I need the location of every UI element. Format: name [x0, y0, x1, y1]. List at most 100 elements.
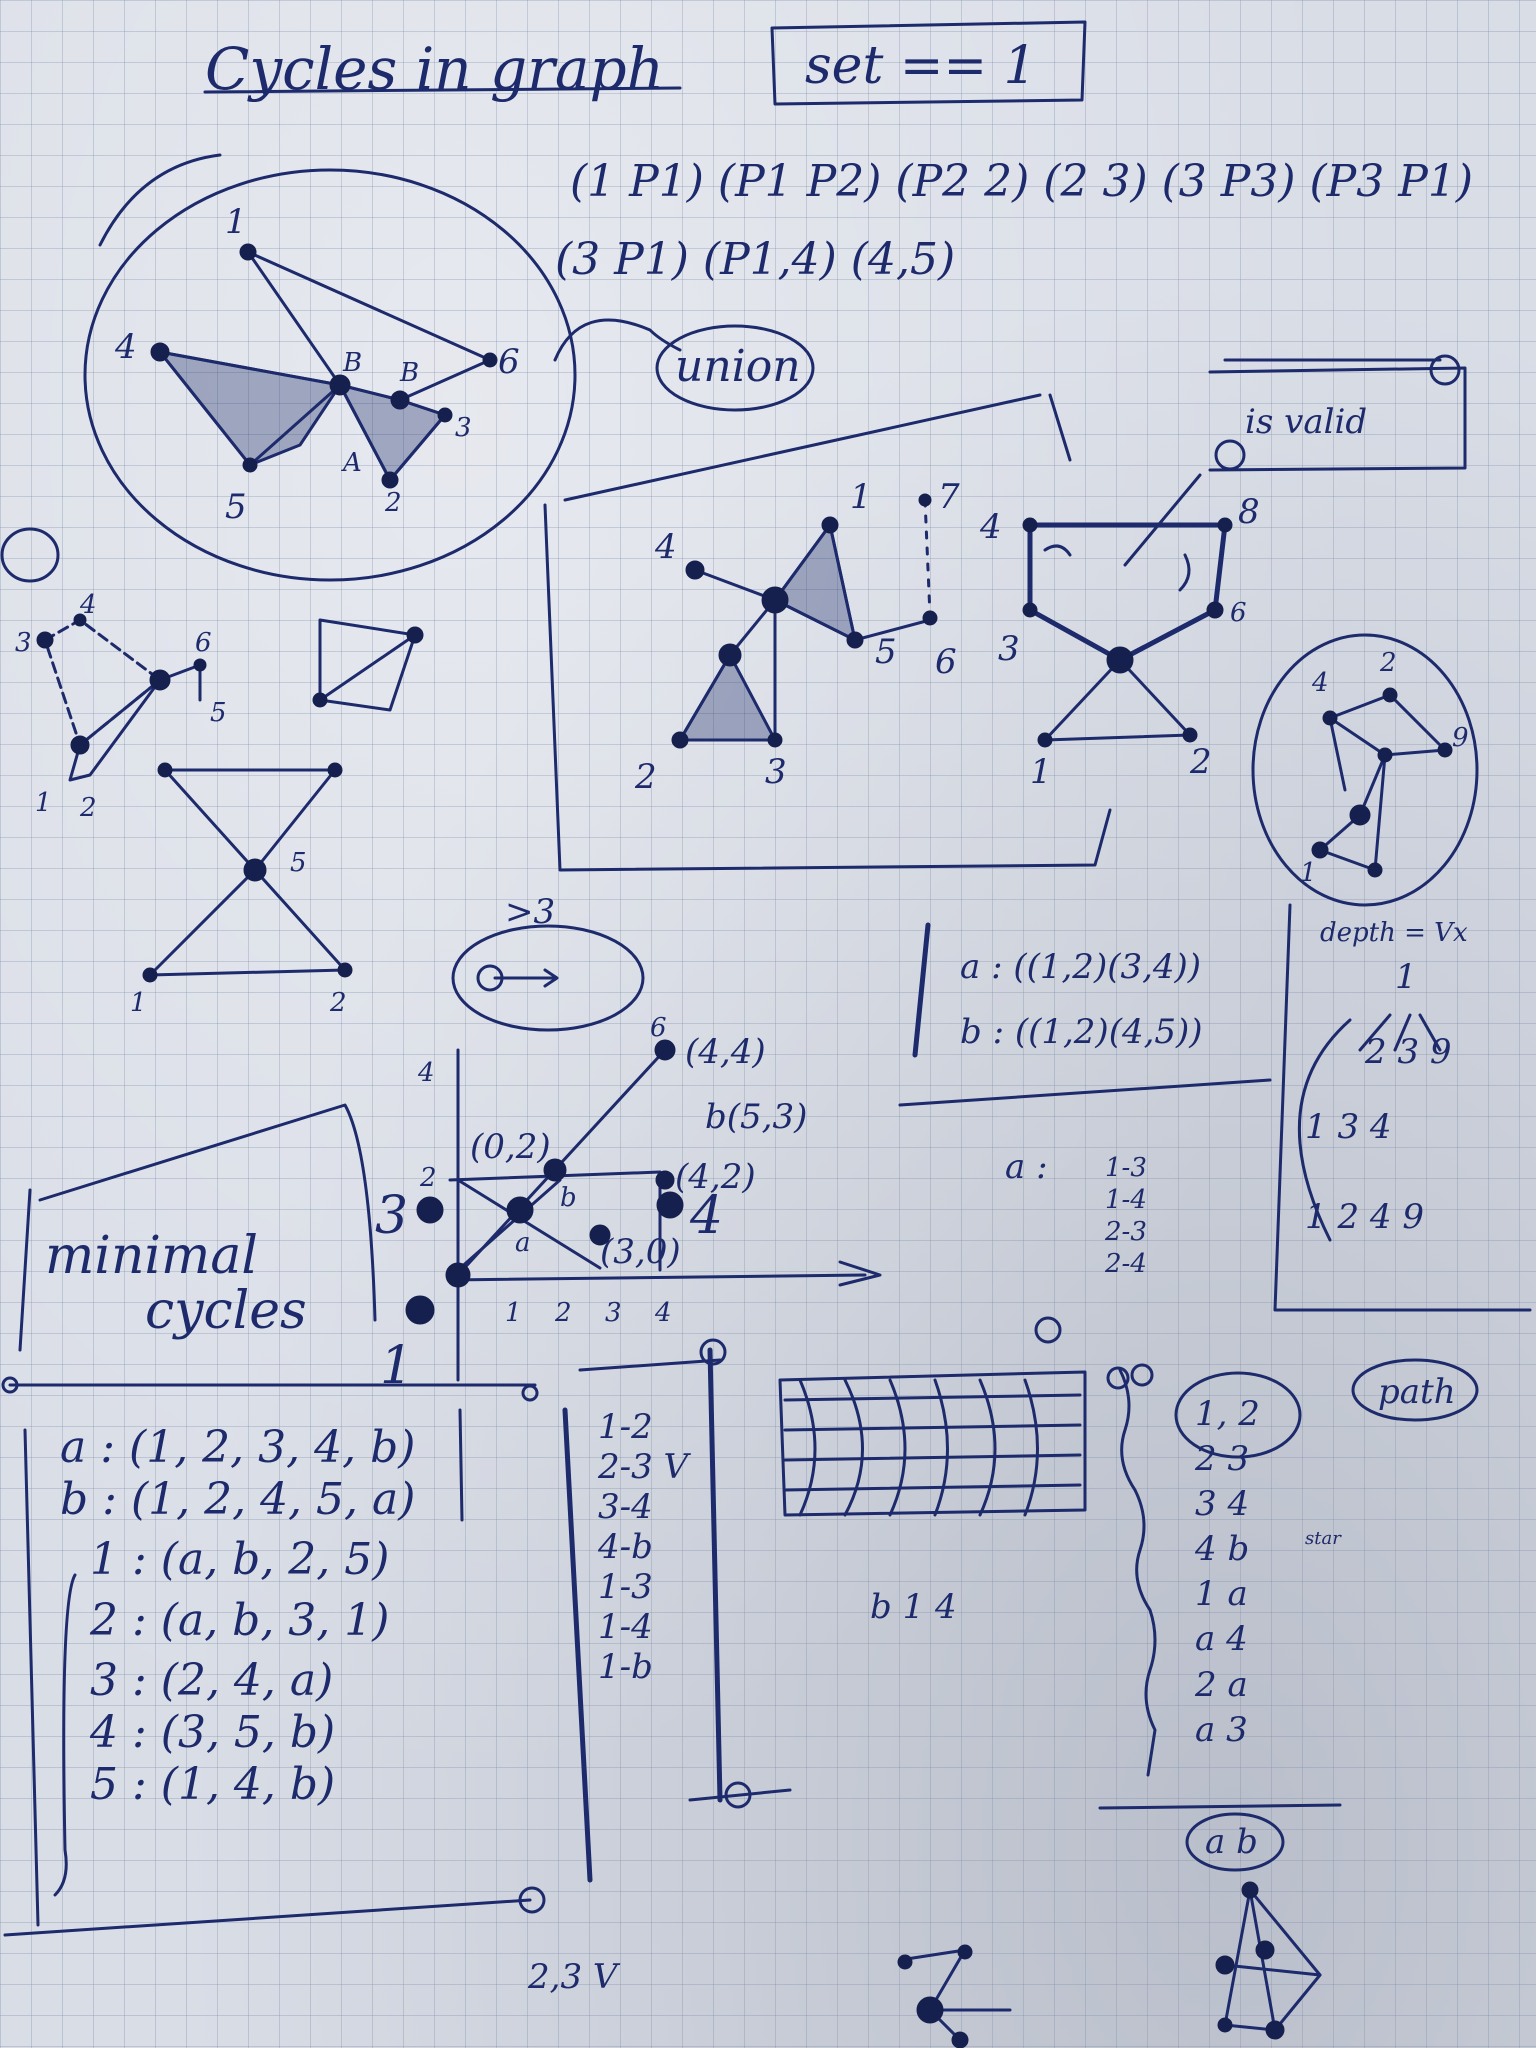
rule-foot	[688, 1788, 792, 1802]
gt3-label: >3	[505, 892, 556, 932]
adjacency-row: 4 : (3, 5, b)	[90, 1706, 336, 1758]
gr-label-4: 4	[1312, 668, 1329, 698]
edge-list-bar	[562, 1407, 593, 1883]
pair-list-underline	[1098, 1803, 1342, 1810]
bottom-label: 2,3 V	[528, 1957, 618, 1997]
coord-30: (3,0)	[600, 1232, 681, 1272]
axis-x-4: 4	[655, 1298, 672, 1328]
g1-label-A: A	[343, 448, 362, 478]
pair-list-item: a 3	[1195, 1709, 1248, 1750]
gr-label-9: 9	[1452, 723, 1469, 753]
cycle-pair-b: b : ((1,2)(4,5))	[960, 1012, 1203, 1052]
coord-six: 6	[650, 1013, 667, 1043]
g5-label-1: 1	[130, 988, 147, 1018]
rule-knob-bottom	[724, 1781, 752, 1809]
graph5	[312, 618, 424, 712]
adjacency-knob-right	[521, 1384, 539, 1402]
adjacency-knob-left	[1, 1376, 19, 1394]
edge-list: 1-2 2-3 V 3-4 4-b 1-3 1-4 1-b	[598, 1410, 688, 1690]
adjacency-row: 5 : (1, 4, b)	[90, 1759, 336, 1811]
depth-level-2: 1 3 4	[1305, 1107, 1392, 1147]
rule-knob-top	[699, 1338, 727, 1366]
vertical-rule	[707, 1347, 723, 1803]
g4-label-2: 2	[80, 793, 97, 823]
g4-label-4: 4	[80, 590, 97, 620]
g3-label-6: 6	[1230, 598, 1247, 628]
g3-label-2: 2	[1190, 742, 1212, 782]
edge-list-item: 2-3 V	[598, 1447, 689, 1487]
frame-tick	[1048, 393, 1072, 462]
frame-bracket	[543, 503, 1112, 872]
g1-label-6: 6	[498, 342, 520, 382]
g2-label-7: 7	[938, 477, 960, 517]
g3-label-4: 4	[980, 507, 1002, 547]
coord-a: a	[515, 1228, 531, 1258]
adjacency-row: 3 : (2, 4, a)	[90, 1654, 334, 1706]
pair-list-item: 2 a	[1195, 1664, 1248, 1705]
graph-bottom-mid	[897, 1944, 1012, 2048]
minimal-bar	[18, 1188, 32, 1352]
edge-list-item: 1-3	[598, 1567, 653, 1607]
g1-label-1: 1	[225, 202, 247, 242]
pair-list-item: 1, 2	[1195, 1394, 1260, 1434]
graph4	[36, 613, 207, 782]
path-label: path	[1378, 1372, 1456, 1412]
graph3	[1022, 517, 1233, 748]
g4-label-1: 1	[35, 788, 52, 818]
gr-label-1: 1	[1300, 858, 1317, 888]
graph-bottom-right	[1215, 1881, 1322, 2040]
is-valid-knob	[1214, 439, 1246, 471]
cycle-pair-a: a : ((1,2)(3,4))	[960, 947, 1202, 987]
g3-label-3: 3	[998, 629, 1020, 669]
a-list-item: 1-3	[1105, 1153, 1147, 1183]
graph1	[150, 243, 498, 489]
left-edge-circle	[0, 527, 60, 583]
coord-b53: b(5,3)	[705, 1097, 808, 1137]
ab-label: a b	[1205, 1822, 1258, 1862]
pair-list-item: 3 4	[1195, 1484, 1250, 1525]
g1-label-B1: B	[343, 348, 363, 378]
axis-x-1: 1	[505, 1298, 522, 1328]
g1-label-B2: B	[400, 358, 420, 388]
g2-label-5: 5	[875, 632, 897, 672]
g2-label-3: 3	[765, 752, 787, 792]
g5-label-2: 2	[330, 988, 347, 1018]
depth-level-1: 2 3 9	[1365, 1032, 1452, 1072]
edge-list-item: 4-b	[598, 1527, 653, 1567]
page-title: Cycles in graph	[205, 35, 664, 103]
edge-list-item: 3-4	[598, 1487, 653, 1527]
frame-top-line	[563, 393, 1042, 502]
axis-x-2: 2	[555, 1298, 572, 1328]
wavy-knob-a	[1106, 1366, 1130, 1390]
gt3-bubble	[451, 924, 645, 1032]
coord-42: (4,2)	[675, 1157, 756, 1197]
wavy-knob-b	[1130, 1363, 1154, 1387]
adjacency-bottomline	[3, 1898, 532, 1937]
coord-three: 3	[375, 1186, 409, 1246]
adjacency-row: b : (1, 2, 4, 5, a)	[60, 1474, 416, 1526]
cycles-label: cycles	[145, 1281, 307, 1341]
pair-list-item: 1 a	[1195, 1574, 1248, 1615]
adjacency-row: a : (1, 2, 3, 4, b)	[60, 1422, 416, 1473]
gt3-node	[476, 964, 504, 992]
arc-stroke	[98, 153, 222, 247]
scribble-block	[778, 1370, 1087, 1517]
adjacency-list: a : (1, 2, 3, 4, b) b : (1, 2, 4, 5, a) …	[60, 1422, 416, 1814]
adjacency-bottom-knob	[518, 1886, 546, 1914]
coord-44: (4,4)	[685, 1032, 766, 1072]
adjacency-row: 2 : (a, b, 3, 1)	[90, 1594, 390, 1646]
g2-label-2: 2	[635, 757, 657, 797]
plot-tick	[578, 1358, 722, 1372]
g4-label-5: 5	[210, 698, 227, 728]
union-label: union	[675, 341, 801, 392]
pair-list: 1, 2 2 3 3 4 4 b 1 a a 4 2 a a 3	[1195, 1394, 1260, 1756]
pairs-line-1: (1 P1) (P1 P2) (P2 2) (2 3) (3 P3) (P3 P…	[570, 156, 1474, 207]
cycle-pairs-bar	[912, 922, 931, 1058]
coord-plot	[405, 1039, 882, 1382]
scribble-label: b 1 4	[870, 1587, 957, 1627]
right-circle	[1251, 633, 1479, 907]
g2-label-1: 1	[850, 477, 872, 517]
wavy-line	[1118, 1368, 1157, 1777]
is-valid-label: is valid	[1245, 402, 1368, 442]
is-valid-knob-right	[1429, 354, 1461, 386]
